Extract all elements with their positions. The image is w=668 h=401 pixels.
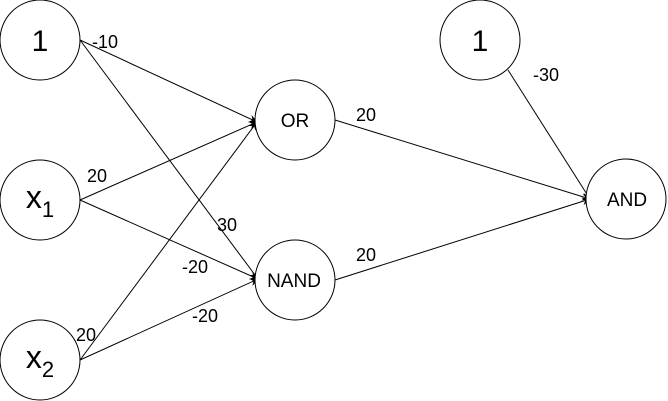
weight-or-to-and: 20 xyxy=(356,105,376,125)
weight-nand-to-and: 20 xyxy=(356,245,376,265)
weight-x2-to-or: 20 xyxy=(76,325,96,345)
node-x2-label: x2 xyxy=(26,339,54,382)
node-x1: x1 xyxy=(0,159,81,241)
edge-x2-to-or xyxy=(79,121,258,361)
weight-bias2-to-and: -30 xyxy=(533,65,559,85)
edge-x2-to-nand xyxy=(79,278,259,361)
node-bias-output-label: 1 xyxy=(472,25,489,58)
weight-x1-to-nand: -20 xyxy=(182,257,208,277)
edge-bias-to-or xyxy=(79,39,258,123)
node-or: OR xyxy=(254,79,336,161)
edges xyxy=(79,39,591,361)
weight-x1-to-or: 20 xyxy=(87,166,107,186)
weight-bias-to-or: -10 xyxy=(92,32,118,52)
node-nand-label: NAND xyxy=(267,271,321,292)
node-bias-input-label: 1 xyxy=(32,25,49,58)
edge-bias-to-nand xyxy=(79,39,259,280)
edge-or-to-and xyxy=(334,119,591,201)
edge-nand-to-and xyxy=(334,197,591,281)
weight-bias-to-nand: 30 xyxy=(217,215,237,235)
node-nand: NAND xyxy=(254,239,336,321)
node-x1-label: x1 xyxy=(26,179,54,222)
weight-labels: -10 30 20 -20 20 -20 20 20 -30 xyxy=(76,32,559,345)
node-and-label: AND xyxy=(607,190,647,211)
node-and: AND xyxy=(585,158,667,240)
edge-x1-to-or xyxy=(79,121,258,201)
node-bias-input: 1 xyxy=(0,0,81,81)
node-or-label: OR xyxy=(281,111,310,132)
node-bias-output: 1 xyxy=(439,0,521,81)
edge-bias2-to-and xyxy=(507,69,591,200)
weight-x2-to-nand: -20 xyxy=(192,306,218,326)
node-x2: x2 xyxy=(0,319,81,401)
